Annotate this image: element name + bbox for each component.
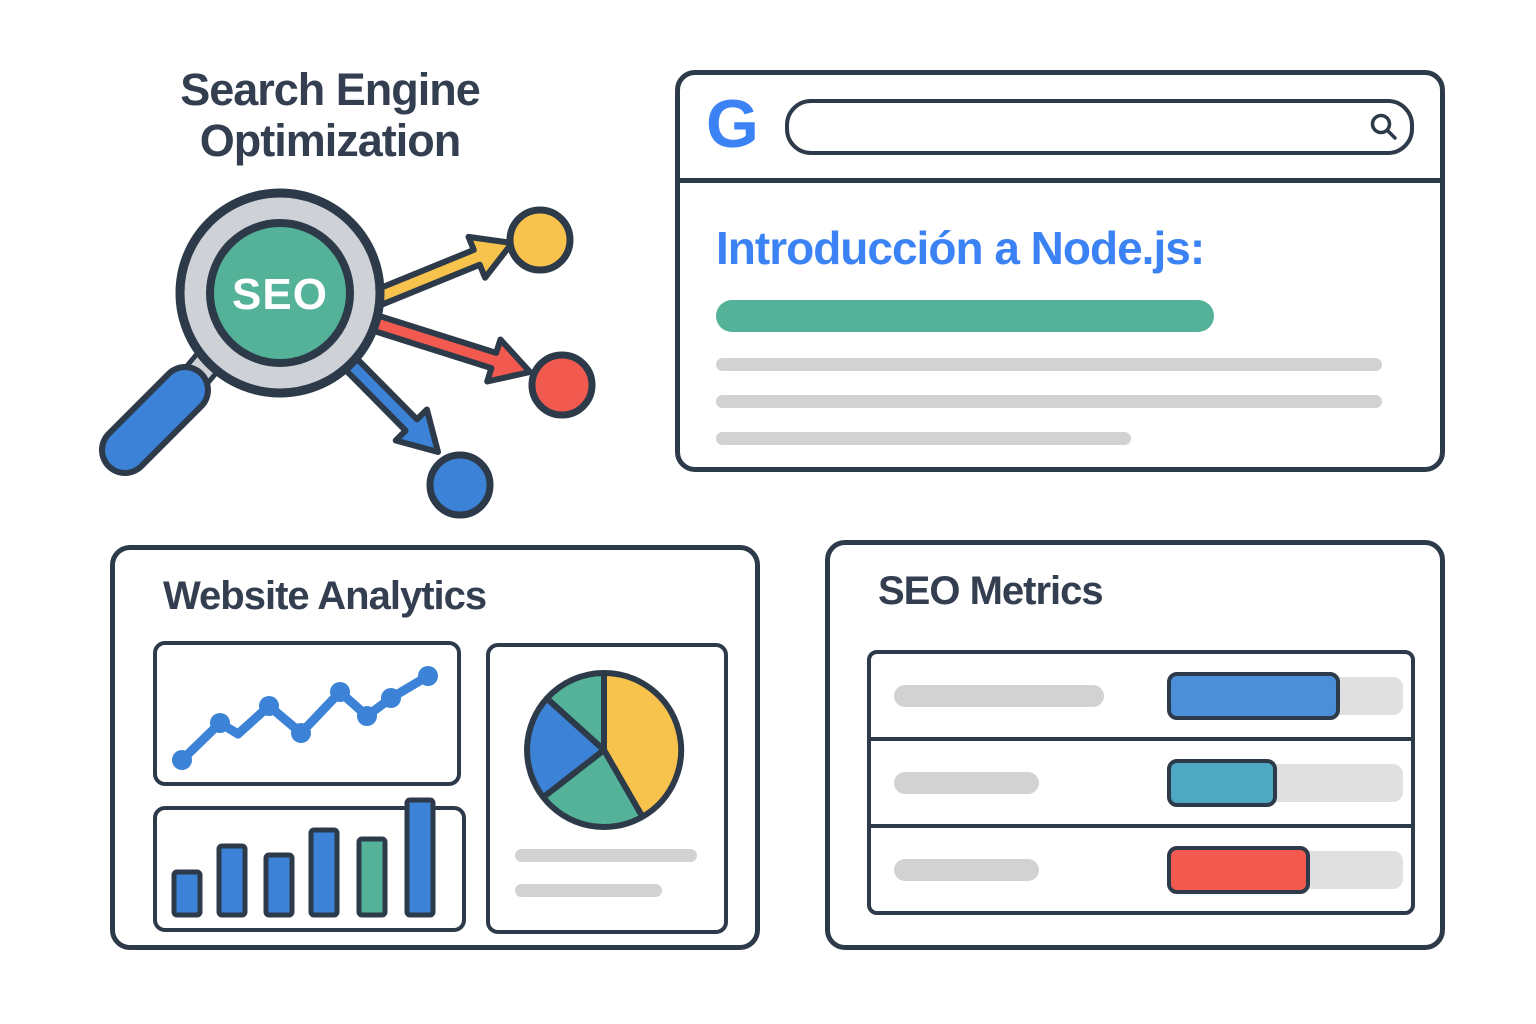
bar (308, 827, 340, 918)
progress-fill (1167, 845, 1310, 894)
metric-label-placeholder (894, 858, 1039, 881)
arrow-yellow (366, 233, 515, 311)
bar (216, 843, 248, 918)
pie-segment (524, 695, 607, 801)
pie-segment (543, 670, 607, 753)
seo-metrics-card: SEO Metrics (825, 540, 1445, 950)
pie-chart-panel (486, 643, 728, 934)
pie-chart (524, 669, 685, 831)
search-input[interactable] (784, 98, 1414, 155)
bar (404, 797, 436, 918)
seo-magnifier-graphic: SEO (99, 188, 596, 519)
line-point (172, 750, 192, 770)
browser-header: G (680, 75, 1440, 183)
metric-row (871, 737, 1411, 824)
result-text-placeholder (716, 432, 1131, 445)
line-point (210, 713, 230, 733)
line-chart (153, 641, 461, 786)
caption-placeholder (515, 884, 662, 897)
arrow-blue (338, 351, 441, 455)
bar (356, 836, 388, 918)
search-results-area: Introducción a Node.js: (680, 183, 1440, 445)
metrics-title: SEO Metrics (878, 569, 1104, 613)
metric-row (871, 654, 1411, 737)
red-node (528, 351, 596, 419)
arrow-red (366, 311, 533, 385)
result-title-link[interactable]: Introducción a Node.js: (716, 222, 1205, 274)
bar (171, 869, 203, 918)
seo-lens-label: SEO (232, 270, 328, 319)
browser-window: G Introducción a Node.js: (675, 70, 1445, 472)
bar-chart (153, 797, 466, 932)
yellow-node (506, 206, 574, 274)
bar (263, 852, 295, 918)
blue-node (426, 451, 494, 519)
result-text-placeholder (716, 395, 1382, 408)
seo-title: Search Engine Optimization (180, 64, 481, 167)
line-point (259, 696, 279, 716)
line-point (418, 666, 438, 686)
line-point (357, 706, 377, 726)
line-point (291, 723, 311, 743)
progress-fill (1167, 671, 1340, 720)
metric-label-placeholder (894, 771, 1039, 794)
result-highlight-bar (716, 300, 1214, 332)
analytics-title: Website Analytics (163, 574, 487, 618)
caption-placeholder (515, 849, 697, 862)
line-point (330, 682, 350, 702)
metric-label-placeholder (894, 684, 1104, 707)
line-point (381, 688, 401, 708)
progress-fill (1167, 758, 1277, 807)
magnifier-handle (105, 370, 205, 470)
metrics-table (867, 650, 1415, 915)
magnifier-lens (206, 219, 354, 367)
result-text-placeholder (716, 358, 1382, 371)
search-icon[interactable] (1368, 111, 1398, 141)
website-analytics-card: Website Analytics (110, 545, 760, 950)
google-logo: G (706, 85, 759, 162)
metric-row (871, 824, 1411, 911)
pie-segment (540, 747, 646, 831)
